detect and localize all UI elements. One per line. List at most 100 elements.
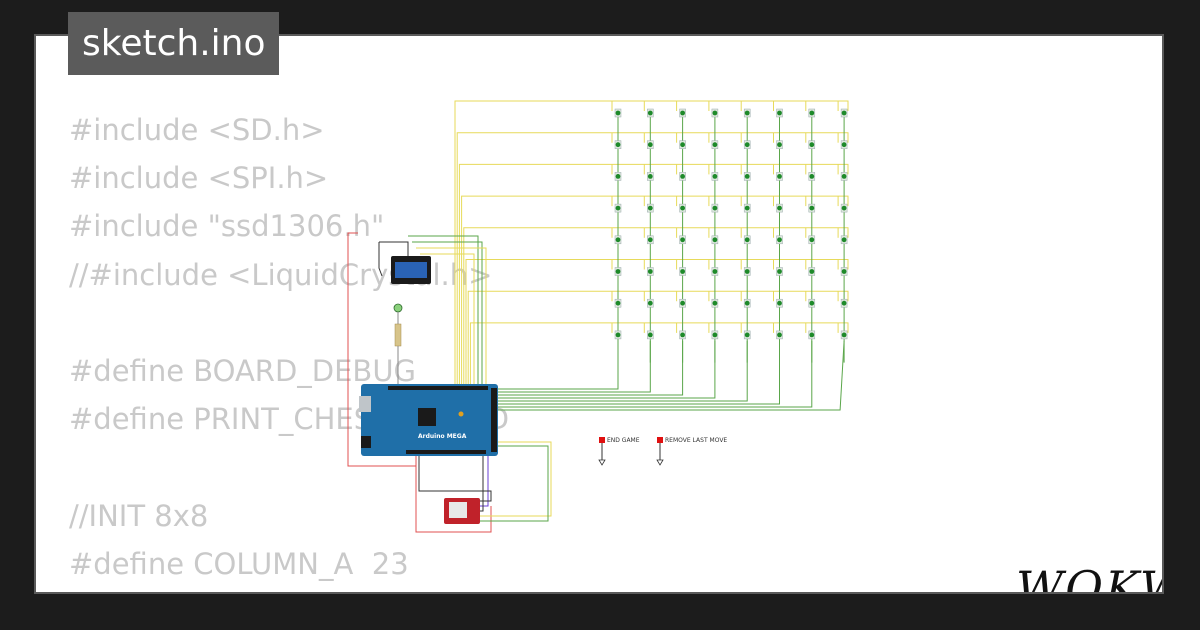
led-dot	[744, 205, 750, 211]
code-line: #include <SPI.h>	[69, 161, 329, 196]
oled-wire	[412, 241, 483, 384]
row-wire	[454, 100, 849, 391]
led-dot	[712, 237, 718, 243]
column-wire	[491, 340, 813, 408]
led-dot	[712, 174, 718, 179]
oled-screen	[395, 262, 427, 278]
header-pins-right	[491, 388, 497, 452]
led-dot	[615, 237, 621, 243]
led-dot	[777, 269, 782, 274]
led-dot	[712, 332, 718, 338]
led-dot	[680, 142, 685, 148]
code-line: //INIT 8x8	[69, 498, 209, 533]
board-label: Arduino MEGA	[418, 433, 467, 440]
oled-wire	[408, 235, 479, 384]
led-dot	[647, 300, 653, 306]
led-dot	[647, 205, 653, 211]
led-dot	[647, 142, 653, 148]
led-dot	[841, 174, 847, 179]
row-wire	[456, 132, 849, 391]
ground-symbol	[656, 459, 664, 466]
preview-frame: #include <SD.h>#include <SPI.h>#include …	[34, 34, 1164, 594]
led-dot	[615, 174, 621, 179]
led-dot	[615, 332, 621, 338]
ground-symbol	[598, 459, 606, 466]
column-wire	[491, 340, 651, 393]
power-wire	[415, 461, 492, 533]
led-dot	[744, 110, 750, 116]
led-dot	[777, 300, 782, 306]
sd-wire	[480, 456, 489, 507]
led-dot	[841, 332, 847, 338]
led-dot	[777, 332, 782, 338]
sd-wire	[480, 456, 484, 512]
led-dot	[777, 237, 782, 243]
row-wire	[467, 290, 849, 391]
led-dot	[680, 205, 685, 211]
mcu-chip	[418, 408, 436, 426]
code-background: #include <SD.h>#include <SPI.h>#include …	[69, 106, 509, 592]
led-dot	[680, 332, 685, 338]
row-wire	[461, 195, 849, 391]
led-dot	[744, 142, 750, 148]
led-dot	[712, 142, 718, 148]
led-dot	[744, 300, 750, 306]
led-dot	[841, 269, 847, 274]
led-dot	[680, 300, 685, 306]
led-dot	[777, 142, 782, 148]
button	[657, 437, 663, 443]
led-dot	[615, 142, 621, 148]
oled-wire	[420, 253, 475, 384]
led-dot	[777, 110, 782, 116]
led-dot	[680, 237, 685, 243]
led-dot	[777, 205, 782, 211]
led-dot	[712, 300, 718, 306]
led-dot	[744, 174, 750, 179]
led-dot	[712, 110, 718, 116]
sd-wire	[418, 456, 492, 502]
code-line: #define COLUMN_A 23	[69, 546, 409, 581]
led-dot	[680, 110, 685, 116]
led-dot	[809, 300, 815, 306]
code-line: #include <SD.h>	[69, 113, 325, 147]
led-dot	[647, 269, 653, 274]
led-dot	[809, 174, 815, 179]
sketch-title-tab[interactable]: sketch.ino	[68, 12, 280, 75]
led-dot	[712, 205, 718, 211]
row-wire	[463, 227, 849, 391]
led-dot	[615, 300, 621, 306]
led-dot	[841, 142, 847, 148]
row-wire	[458, 163, 849, 391]
led-dot	[647, 332, 653, 338]
led-dot	[712, 269, 718, 274]
column-wire	[491, 340, 845, 411]
column-wire	[491, 340, 684, 396]
led-dot	[841, 110, 847, 116]
header-pins-top	[388, 386, 488, 390]
wokwi-logo: WOKWi	[1016, 561, 1162, 594]
button	[599, 437, 605, 443]
led-dot	[841, 300, 847, 306]
sd-wire	[480, 445, 549, 522]
oled-vcc-wire	[379, 241, 409, 256]
button-label: END GAME	[607, 437, 640, 444]
header-pins-bottom	[406, 450, 486, 454]
led-dot	[647, 110, 653, 116]
led-dot	[744, 269, 750, 274]
led-dot	[809, 142, 815, 148]
usb-connector	[359, 396, 371, 412]
code-line: #define BOARD_DEBUG	[69, 353, 417, 388]
led-dot	[744, 237, 750, 243]
led-dot	[809, 110, 815, 116]
row-wire	[465, 259, 849, 391]
power-jack	[361, 436, 371, 448]
led-dot	[680, 174, 685, 179]
column-wire	[491, 340, 619, 390]
sd-wire	[480, 441, 552, 517]
led-dot	[615, 269, 621, 274]
led-dot	[647, 237, 653, 243]
led-dot	[777, 174, 782, 179]
led-dot	[809, 237, 815, 243]
led-dot	[680, 269, 685, 274]
